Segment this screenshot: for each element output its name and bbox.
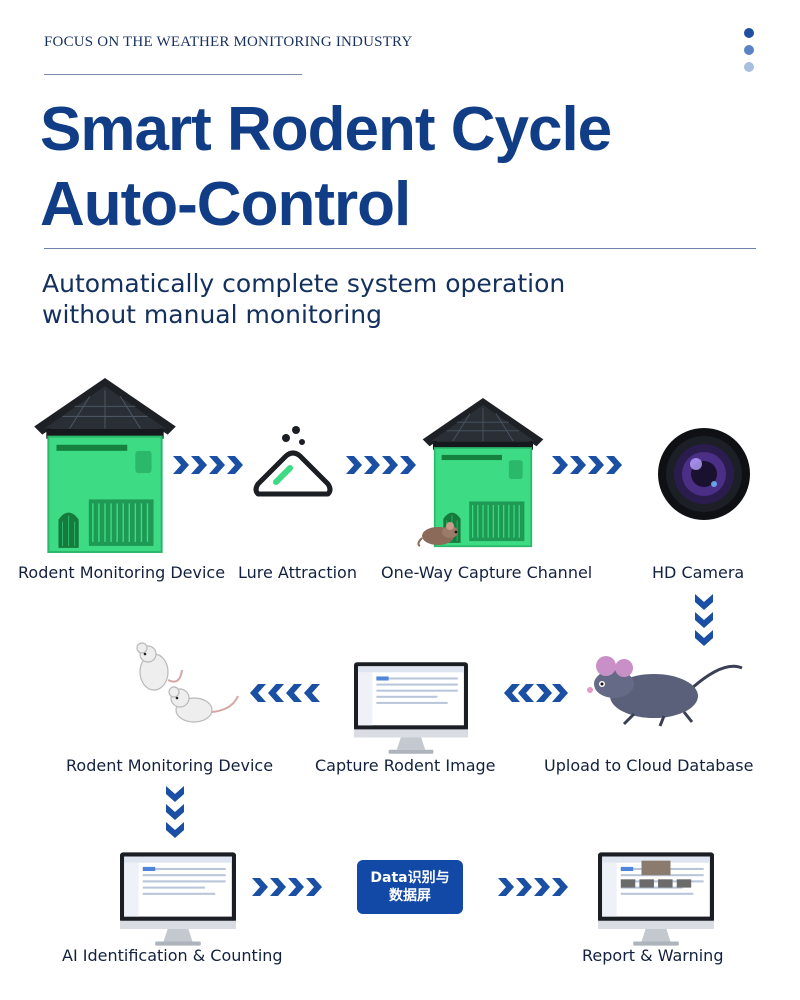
lure-icon: [253, 426, 333, 497]
dot-1: [744, 28, 754, 38]
subtitle-line-1: Automatically complete system operation: [42, 269, 566, 298]
label-rodent-monitoring-device: Rodent Monitoring Device: [18, 563, 226, 582]
camera-lens-icon: [658, 428, 750, 520]
ai-dashboard-monitor-icon: [120, 852, 236, 946]
label-hd-camera: HD Camera: [652, 563, 745, 582]
title-line-1: Smart Rodent Cycle: [40, 95, 612, 164]
tagline-rule: [44, 74, 302, 75]
flow-arrow-6: [252, 878, 322, 896]
label-upload-cloud: Upload to Cloud Database: [544, 756, 754, 775]
subtitle: Automatically complete system operation …: [42, 268, 565, 330]
label-lure-attraction: Lure Attraction: [238, 563, 357, 582]
mouse-at-entrance-icon: [417, 522, 458, 547]
badge-line-1: Data识别与: [370, 870, 450, 886]
mice-icon: [136, 642, 239, 723]
tagline: FOCUS ON THE WEATHER MONITORING INDUSTRY: [44, 34, 413, 50]
data-screen-badge: Data识别与 数据屏: [357, 860, 463, 914]
label-capture-channel: One-Way Capture Channel: [381, 563, 593, 582]
rat-icon: [587, 656, 743, 727]
flow-arrow-4: [250, 684, 320, 702]
flow-arrow-5: [504, 684, 568, 702]
flow-arrow-3: [552, 456, 622, 474]
label-report-warning: Report & Warning: [582, 946, 724, 965]
title-rule: [44, 248, 756, 249]
dot-3: [744, 62, 754, 72]
badge-line-2: 数据屏: [389, 888, 431, 904]
label-ai-identification: AI Identification & Counting: [62, 946, 283, 965]
report-monitor-icon: [598, 852, 714, 946]
flow-arrow-2: [346, 456, 416, 474]
page-title: Smart Rodent Cycle Auto-Control: [40, 92, 612, 242]
flow-arrow-down-1: [695, 594, 713, 646]
monitor-icon: [354, 662, 468, 754]
flow-arrow-1: [173, 456, 243, 474]
pagination-dots: [744, 28, 754, 79]
flow-arrow-down-2: [166, 786, 184, 838]
rodent-monitoring-device-icon: [34, 378, 176, 553]
flow-arrow-7: [498, 878, 568, 896]
subtitle-line-2: without manual monitoring: [42, 300, 382, 329]
title-line-2: Auto-Control: [40, 170, 411, 239]
label-rodent-monitoring-device-2: Rodent Monitoring Device: [66, 756, 274, 775]
dot-2: [744, 45, 754, 55]
label-capture-rodent-image: Capture Rodent Image: [315, 756, 496, 775]
